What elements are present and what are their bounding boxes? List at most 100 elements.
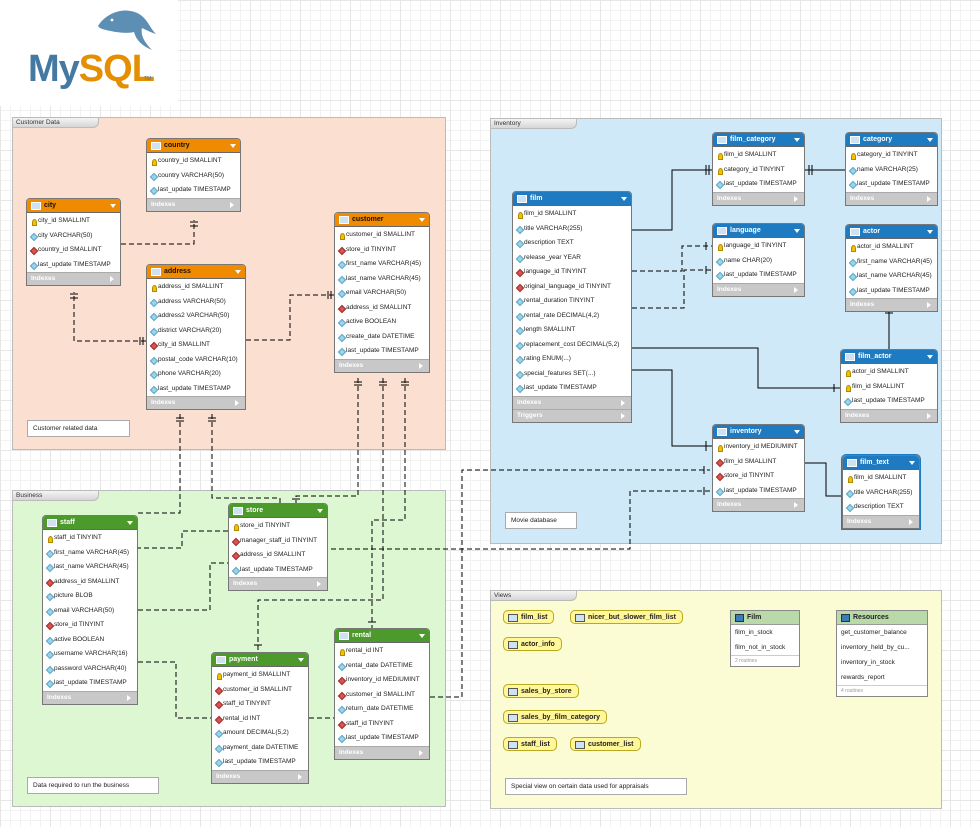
routine-item[interactable]: film_not_in_stock [735, 644, 786, 651]
table-header[interactable]: staff [43, 516, 137, 530]
section-indexes[interactable]: Indexes [212, 769, 308, 783]
routine-item[interactable]: film_in_stock [735, 629, 773, 636]
column[interactable]: last_update TIMESTAMP [229, 563, 327, 578]
view-customer-list[interactable]: customer_list [570, 737, 641, 751]
primary-key-column[interactable]: rental_id INT [335, 644, 429, 659]
column[interactable]: first_name VARCHAR(45) [846, 255, 937, 270]
section-indexes[interactable]: Indexes [335, 358, 429, 372]
column[interactable]: password VARCHAR(40) [43, 662, 137, 677]
table-header[interactable]: rental [335, 629, 429, 643]
column[interactable]: last_update TIMESTAMP [846, 284, 937, 299]
column[interactable]: special_features SET(...) [513, 367, 631, 382]
table-header[interactable]: film_text [843, 456, 919, 470]
column[interactable]: rating ENUM(...) [513, 352, 631, 367]
foreign-key-column[interactable]: staff_id TINYINT [335, 717, 429, 732]
table-header[interactable]: customer [335, 213, 429, 227]
region-note[interactable]: Customer related data [27, 420, 130, 437]
section-indexes[interactable]: Indexes [147, 396, 245, 409]
column[interactable]: postal_code VARCHAR(10) [147, 353, 245, 368]
column[interactable]: last_update TIMESTAMP [147, 183, 240, 198]
column[interactable]: address VARCHAR(50) [147, 295, 245, 310]
section-indexes[interactable]: Indexes [713, 498, 804, 511]
section-indexes[interactable]: Indexes [147, 197, 240, 211]
section-indexes[interactable]: Indexes [846, 191, 937, 205]
primary-key-column[interactable]: store_id TINYINT [229, 519, 327, 534]
routine-item[interactable]: inventory_in_stock [841, 659, 895, 666]
view-nicer-but-slower-film-list[interactable]: nicer_but_slower_film_list [570, 610, 683, 624]
primary-key-column[interactable]: actor_id SMALLINT [841, 365, 937, 380]
column[interactable]: name VARCHAR(25) [846, 163, 937, 178]
table-header[interactable]: film_category [713, 133, 804, 147]
routine-group-header[interactable]: Resources [837, 611, 927, 625]
column[interactable]: last_update TIMESTAMP [27, 258, 120, 273]
primary-key-column[interactable]: actor_id SMALLINT [846, 240, 937, 255]
foreign-key-column[interactable]: customer_id SMALLINT [212, 683, 308, 698]
column[interactable]: last_update TIMESTAMP [147, 382, 245, 397]
table-header[interactable]: country [147, 139, 240, 153]
column[interactable]: last_update TIMESTAMP [846, 177, 937, 192]
column[interactable]: username VARCHAR(16) [43, 647, 137, 662]
table-header[interactable]: address [147, 265, 245, 279]
column[interactable]: payment_date DATETIME [212, 741, 308, 756]
column[interactable]: amount DECIMAL(5,2) [212, 726, 308, 741]
section-indexes[interactable]: Indexes [43, 690, 137, 704]
table-header[interactable]: film_actor [841, 350, 937, 364]
routine-item[interactable]: rewards_report [841, 674, 885, 681]
column[interactable]: create_date DATETIME [335, 330, 429, 345]
column[interactable]: last_name VARCHAR(45) [43, 560, 137, 575]
column[interactable]: title VARCHAR(255) [513, 222, 631, 237]
foreign-key-column[interactable]: address_id SMALLINT [229, 548, 327, 563]
section-indexes[interactable]: Indexes [841, 408, 937, 422]
region-note[interactable]: Movie database [505, 512, 577, 529]
routine-group-header[interactable]: Film [731, 611, 799, 625]
routine-group-film[interactable]: Film film_in_stock film_not_in_stock 2 r… [730, 610, 800, 667]
primary-key-column[interactable]: category_id TINYINT [713, 163, 804, 178]
primary-key-column[interactable]: city_id SMALLINT [27, 214, 120, 229]
section-indexes[interactable]: Indexes [229, 577, 327, 590]
primary-key-column[interactable]: film_id SMALLINT [713, 148, 804, 163]
table-header[interactable]: actor [846, 225, 937, 239]
section-triggers[interactable]: Triggers [513, 408, 631, 422]
foreign-key-column[interactable]: country_id SMALLINT [27, 243, 120, 258]
column[interactable]: address2 VARCHAR(50) [147, 309, 245, 324]
primary-key-column[interactable]: country_id SMALLINT [147, 154, 240, 169]
column[interactable]: last_update TIMESTAMP [212, 755, 308, 770]
column[interactable]: picture BLOB [43, 589, 137, 604]
section-indexes[interactable]: Indexes [713, 191, 804, 205]
column[interactable]: last_update TIMESTAMP [713, 268, 804, 283]
column[interactable]: first_name VARCHAR(45) [43, 546, 137, 561]
column[interactable]: title VARCHAR(255) [843, 486, 919, 501]
routine-item[interactable]: get_customer_balance [841, 629, 907, 636]
primary-key-column[interactable]: film_id SMALLINT [843, 471, 919, 486]
column[interactable]: last_update TIMESTAMP [335, 731, 429, 746]
primary-key-column[interactable]: address_id SMALLINT [147, 280, 245, 295]
table-header[interactable]: category [846, 133, 937, 147]
foreign-key-column[interactable]: film_id SMALLINT [713, 455, 804, 470]
column[interactable]: last_name VARCHAR(45) [846, 269, 937, 284]
column[interactable]: last_update TIMESTAMP [513, 381, 631, 396]
foreign-key-column[interactable]: original_language_id TINYINT [513, 280, 631, 295]
region-note[interactable]: Special view on certain data used for ap… [505, 778, 687, 795]
foreign-key-column[interactable]: city_id SMALLINT [147, 338, 245, 353]
column[interactable]: release_year YEAR [513, 251, 631, 266]
column[interactable]: last_name VARCHAR(45) [335, 272, 429, 287]
column[interactable]: active BOOLEAN [335, 315, 429, 330]
column[interactable]: rental_duration TINYINT [513, 294, 631, 309]
table-header[interactable]: city [27, 199, 120, 213]
section-indexes[interactable]: Indexes [846, 298, 937, 311]
primary-key-column[interactable]: inventory_id MEDIUMINT [713, 440, 804, 455]
primary-key-column[interactable]: film_id SMALLINT [513, 207, 631, 222]
foreign-key-column[interactable]: language_id TINYINT [513, 265, 631, 280]
section-indexes[interactable]: Indexes [843, 514, 919, 528]
view-sales-by-store[interactable]: sales_by_store [503, 684, 579, 698]
